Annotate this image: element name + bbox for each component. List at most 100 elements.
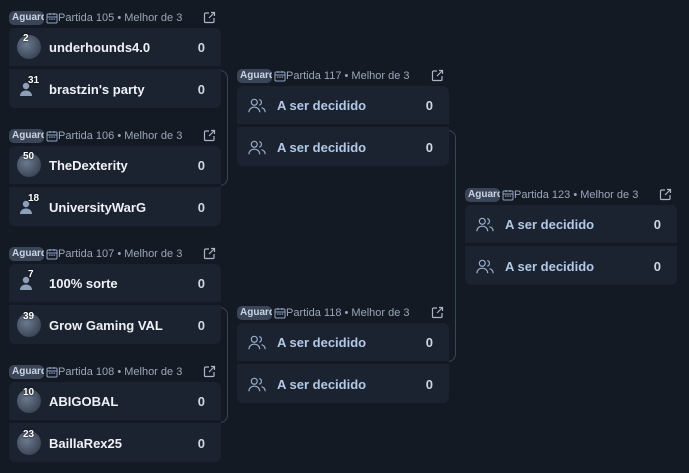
team-score: 0 xyxy=(197,393,205,409)
external-link-icon[interactable] xyxy=(431,306,444,319)
team-score: 0 xyxy=(197,275,205,291)
team-avatar: 39 xyxy=(17,311,41,337)
team-name: A ser decidido xyxy=(277,97,367,113)
user-icon: 18 xyxy=(17,193,41,219)
status-badge: Aguardando xyxy=(237,306,272,320)
team-avatar: 23 xyxy=(17,429,41,455)
match-header: Aguardando Partida 108 • Melhor de 3 xyxy=(9,365,221,379)
team-divider xyxy=(9,420,221,423)
team-name: BaillaRex25 xyxy=(49,435,122,451)
team-name: A ser decidido xyxy=(505,258,595,274)
calendar-icon xyxy=(44,12,58,24)
status-badge: Aguardando xyxy=(9,129,44,143)
external-link-icon[interactable] xyxy=(203,365,216,378)
team-divider xyxy=(465,243,677,246)
match-header: Aguardando Partida 107 • Melhor de 3 xyxy=(9,247,221,261)
status-badge: Aguardando xyxy=(9,365,44,379)
team-name: A ser decidido xyxy=(505,216,595,232)
team-name: A ser decidido xyxy=(277,139,367,155)
team-name: 100% sorte xyxy=(49,275,118,291)
match: Aguardando Partida 117 • Melhor de 3 A ser… xyxy=(237,69,449,169)
team-score: 0 xyxy=(197,81,205,97)
team-avatar: 50 xyxy=(17,151,41,177)
team-row-tbd[interactable]: A ser decidido 0 xyxy=(465,247,677,285)
team-row[interactable]: 10 ABIGOBAL 0 xyxy=(9,382,221,420)
team-row-tbd[interactable]: A ser decidido 0 xyxy=(237,86,449,124)
calendar-icon xyxy=(500,189,514,201)
external-link-icon[interactable] xyxy=(431,69,444,82)
team-divider xyxy=(9,184,221,187)
match-header: Aguardando Partida 117 • Melhor de 3 xyxy=(237,69,449,83)
users-icon xyxy=(245,330,269,354)
match-label: Partida 108 • Melhor de 3 xyxy=(58,366,183,378)
seed-number: 23 xyxy=(23,429,35,440)
users-icon xyxy=(245,372,269,396)
match: Aguardando Partida 108 • Melhor de 3 10 ABI… xyxy=(9,365,221,465)
match-label: Partida 117 • Melhor de 3 xyxy=(286,70,410,82)
status-badge: Aguardando xyxy=(237,69,272,83)
team-score: 0 xyxy=(425,334,433,350)
external-link-icon[interactable] xyxy=(203,129,216,142)
match: AguardandoPartida 123 • Melhor de 3 A ser… xyxy=(465,188,677,288)
users-icon xyxy=(245,135,269,159)
team-name: ABIGOBAL xyxy=(49,393,119,409)
match-header: AguardandoPartida 123 • Melhor de 3 xyxy=(465,188,677,202)
match-header: Aguardando Partida 118 • Melhor de 3 xyxy=(237,306,449,320)
team-score: 0 xyxy=(197,157,205,173)
team-name: TheDexterity xyxy=(49,157,128,173)
team-row-tbd[interactable]: A ser decidido 0 xyxy=(465,205,677,243)
team-name: UniversityWarG xyxy=(49,199,147,215)
team-row[interactable]: 39 Grow Gaming VAL 0 xyxy=(9,306,221,344)
team-row[interactable]: 31 brastzin's party 0 xyxy=(9,70,221,108)
users-icon xyxy=(245,93,269,117)
team-score: 0 xyxy=(197,39,205,55)
team-score: 0 xyxy=(425,97,433,113)
status-badge: Aguardando xyxy=(9,11,44,25)
seed-number: 2 xyxy=(23,33,29,44)
team-row-tbd[interactable]: A ser decidido 0 xyxy=(237,323,449,361)
calendar-icon xyxy=(44,366,58,378)
match-label: Partida 118 • Melhor de 3 xyxy=(286,307,410,319)
team-score: 0 xyxy=(197,435,205,451)
team-avatar: 10 xyxy=(17,387,41,413)
seed-number: 50 xyxy=(23,151,35,162)
seed-number: 18 xyxy=(28,193,40,204)
team-score: 0 xyxy=(653,258,661,274)
user-icon: 31 xyxy=(17,75,41,101)
external-link-icon[interactable] xyxy=(659,188,672,201)
external-link-icon[interactable] xyxy=(203,247,216,260)
team-divider xyxy=(237,361,449,364)
team-score: 0 xyxy=(653,216,661,232)
team-avatar: 2 xyxy=(17,33,41,59)
team-score: 0 xyxy=(197,199,205,215)
team-name: A ser decidido xyxy=(277,334,367,350)
match-label: Partida 105 • Melhor de 3 xyxy=(58,12,183,24)
match: Aguardando Partida 106 • Melhor de 3 50The… xyxy=(9,129,221,229)
calendar-icon xyxy=(272,70,286,82)
team-score: 0 xyxy=(197,317,205,333)
match-label: Partida 107 • Melhor de 3 xyxy=(58,248,183,260)
team-name: Grow Gaming VAL xyxy=(49,317,163,333)
match-header: Aguardando Partida 105 • Melhor de 3 xyxy=(9,11,221,25)
seed-number: 31 xyxy=(28,75,40,86)
team-divider xyxy=(237,124,449,127)
external-link-icon[interactable] xyxy=(203,11,216,24)
team-name: A ser decidido xyxy=(277,376,367,392)
status-badge: Aguardando xyxy=(465,188,500,202)
users-icon xyxy=(473,254,497,278)
team-name: brastzin's party xyxy=(49,81,145,97)
calendar-icon xyxy=(44,248,58,260)
status-badge: Aguardando xyxy=(9,247,44,261)
match-label: Partida 106 • Melhor de 3 xyxy=(58,130,183,142)
match-header: Aguardando Partida 106 • Melhor de 3 xyxy=(9,129,221,143)
calendar-icon xyxy=(44,130,58,142)
match: AguardandoPartida 107 • Melhor de 37100%… xyxy=(9,247,221,347)
team-divider xyxy=(9,302,221,305)
